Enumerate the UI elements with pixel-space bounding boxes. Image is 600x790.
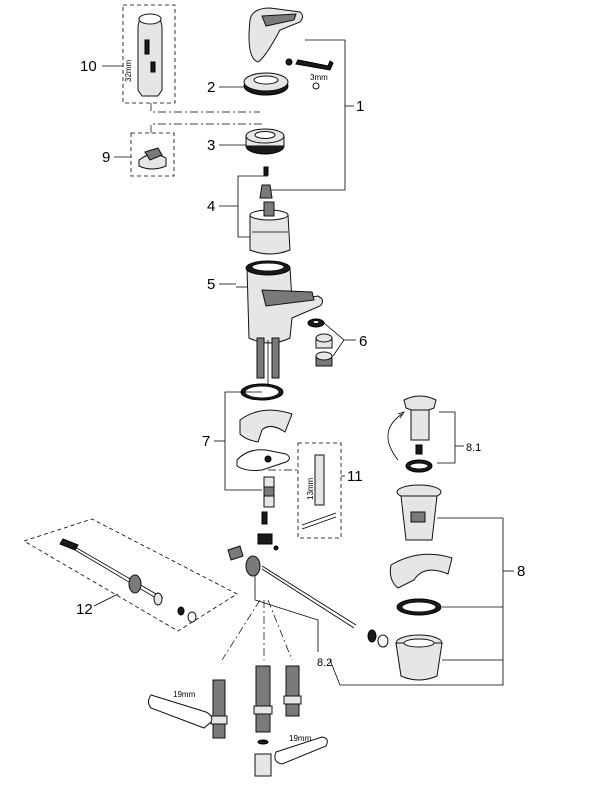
callout-4: 4 <box>207 198 215 215</box>
supply-hose-center <box>253 665 273 777</box>
callout-8-1: 8.1 <box>466 442 481 454</box>
callout-8-2: 8.2 <box>317 657 332 669</box>
aerator-set <box>307 318 333 367</box>
callout-3: 3 <box>207 137 215 154</box>
drain-o-ring <box>396 598 442 616</box>
popup-rod-set <box>23 518 238 632</box>
callout-11: 11 <box>347 468 363 485</box>
wrench-left: 19mm <box>148 690 213 729</box>
callout-10: 10 <box>80 58 97 75</box>
socket-tool-32mm: 32mm <box>122 4 176 104</box>
callout-6: 6 <box>359 333 367 350</box>
drain-gasket <box>389 553 453 589</box>
removal-tool <box>130 132 175 177</box>
fixing-plate <box>236 449 290 471</box>
wrench-right: 19mm <box>274 734 328 765</box>
spindle-adapter <box>259 184 273 199</box>
callout-5: 5 <box>207 276 215 293</box>
drain-linkage-rod <box>227 533 389 648</box>
callout-7: 7 <box>202 433 210 450</box>
threaded-ring <box>245 128 285 155</box>
lever-handle <box>248 7 303 66</box>
dim-32mm: 32mm <box>124 59 133 82</box>
dim-19mm-left: 19mm <box>173 690 196 699</box>
dim-19mm-right: 19mm <box>289 734 312 743</box>
supply-hose-left <box>210 679 228 739</box>
rubber-gasket <box>239 409 293 443</box>
popup-plug <box>387 395 437 473</box>
callout-12: 12 <box>76 601 93 618</box>
callout-2: 2 <box>207 79 215 96</box>
supply-hoses-stub <box>256 337 280 392</box>
cartridge-tool-13mm: 13mm <box>297 442 342 539</box>
dim-13mm: 13mm <box>306 477 315 500</box>
mixer-body <box>236 260 324 344</box>
grub-screw <box>263 166 269 176</box>
callout-9: 9 <box>102 149 110 166</box>
cartridge <box>249 201 291 255</box>
drain-nut <box>395 634 443 681</box>
drain-body <box>396 484 442 541</box>
callout-8: 8 <box>517 563 525 580</box>
cover-cap <box>243 72 289 96</box>
supply-hose-right <box>283 665 302 717</box>
threaded-rod <box>261 476 275 525</box>
callout-1: 1 <box>356 98 364 115</box>
dim-3mm: 3mm <box>310 73 328 82</box>
hex-key-3mm: 3mm <box>295 59 334 90</box>
